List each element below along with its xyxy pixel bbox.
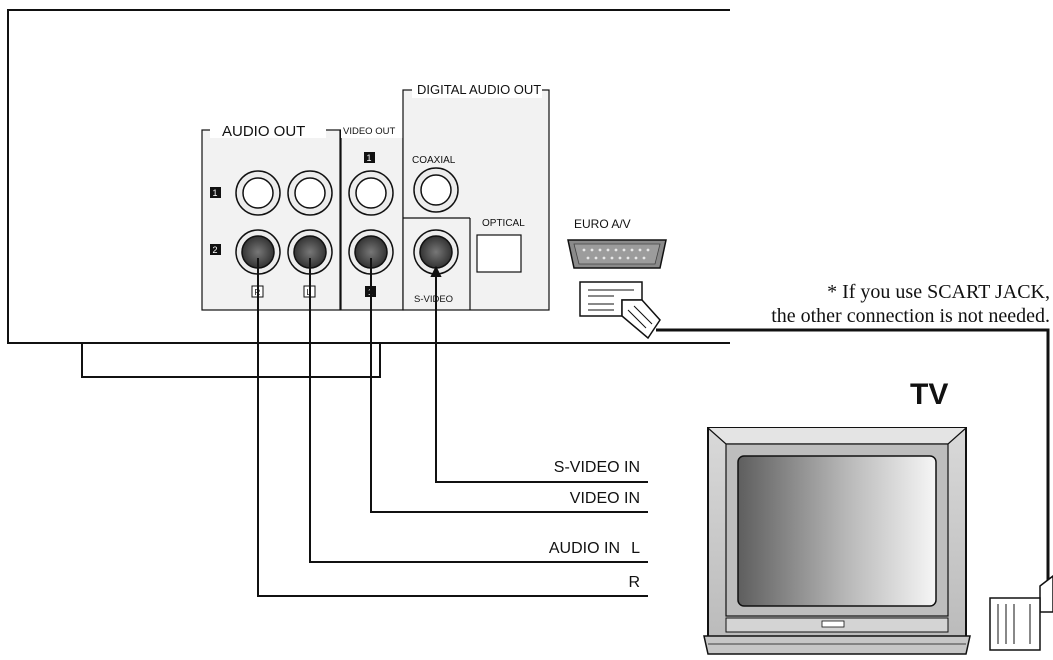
video-row-marker-text: 1 bbox=[367, 153, 372, 163]
audio-in-right-label: R bbox=[628, 574, 640, 591]
jack-panel: AUDIO OUT VIDEO OUT DIGITAL AUDIO OUT 1 … bbox=[201, 80, 550, 311]
optical-port bbox=[476, 234, 522, 273]
digital-audio-out-label-bg bbox=[412, 80, 542, 98]
audio-in-label: AUDIO IN bbox=[549, 540, 620, 557]
video-out-2-jack bbox=[348, 229, 394, 275]
audio-out-1-left-jack bbox=[287, 170, 333, 216]
tv-screen bbox=[737, 455, 937, 607]
audio-out-2-right-jack bbox=[235, 229, 281, 275]
svideo-arrow bbox=[430, 265, 442, 277]
dvd-player bbox=[7, 9, 730, 378]
euro-av-label: EURO A/V bbox=[574, 217, 631, 231]
svideo-label: S-VIDEO bbox=[414, 294, 453, 305]
scart-pins bbox=[582, 248, 650, 260]
scart-note-line1: * If you use SCART JACK, bbox=[827, 281, 1050, 303]
scart-plug-tv bbox=[989, 575, 1053, 651]
audio-right-cable bbox=[257, 258, 648, 597]
video-out-label-bg bbox=[341, 122, 403, 138]
video-cable bbox=[370, 258, 648, 513]
video-out-label: VIDEO OUT bbox=[343, 126, 395, 137]
euro-av-port: EURO A/V bbox=[567, 217, 667, 340]
scart-plug bbox=[579, 281, 661, 340]
audio-out-label: AUDIO OUT bbox=[222, 123, 305, 140]
digital-audio-out-label: DIGITAL AUDIO OUT bbox=[417, 82, 541, 97]
tv-button bbox=[821, 620, 845, 628]
audio-out-label-bg bbox=[210, 122, 326, 138]
video-in-label: VIDEO IN bbox=[570, 490, 640, 507]
svideo-in-label: S-VIDEO IN bbox=[554, 459, 640, 476]
television bbox=[703, 427, 971, 655]
coaxial-label: COAXIAL bbox=[412, 155, 456, 166]
row-marker-1-text: 1 bbox=[213, 188, 218, 198]
player-foot bbox=[81, 342, 381, 378]
row-marker-1 bbox=[210, 187, 221, 198]
coaxial-jack bbox=[413, 167, 459, 213]
svideo-cable bbox=[435, 270, 648, 483]
scart-cable bbox=[656, 328, 1050, 590]
audio-out-section bbox=[201, 129, 341, 311]
video-out-1-jack bbox=[348, 170, 394, 216]
row-marker-2 bbox=[210, 244, 221, 255]
audio-left-cable bbox=[309, 258, 648, 563]
tv-label: TV bbox=[910, 378, 948, 411]
optical-label: OPTICAL bbox=[482, 218, 525, 229]
video-row-marker bbox=[364, 152, 375, 163]
audio-in-left-label: L bbox=[631, 540, 640, 557]
row-marker-2-text: 2 bbox=[213, 245, 218, 255]
tv-stand bbox=[703, 635, 971, 655]
svideo-jack bbox=[413, 229, 459, 275]
audio-out-2-left-jack bbox=[287, 229, 333, 275]
scart-note-line2: the other connection is not needed. bbox=[771, 305, 1050, 327]
audio-out-1-right-jack bbox=[235, 170, 281, 216]
signal-cables bbox=[257, 258, 648, 597]
